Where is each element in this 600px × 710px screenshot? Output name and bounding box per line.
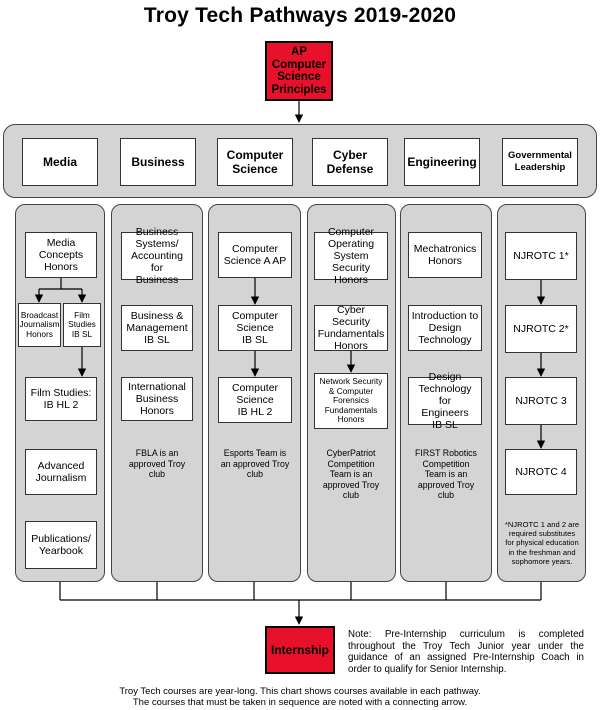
course-business-systems: Business Systems/ Accounting for Busines… [121, 226, 193, 286]
pathway-band [3, 124, 597, 198]
engineering-club-note: FIRST Robotics Competition Team is an ap… [415, 448, 477, 500]
course-film-studies-hl: Film Studies: IB HL 2 [25, 377, 97, 421]
ap-csp-box: AP Computer Science Principles [265, 41, 333, 101]
pathway-media: Media [22, 138, 98, 186]
footer-line-1: Troy Tech courses are year-long. This ch… [119, 686, 481, 697]
cs-club-note: Esports Team is an approved Troy club [220, 448, 290, 479]
course-business-management: Business & Management IB SL [121, 305, 193, 351]
course-cs-ib-sl: Computer Science IB SL [218, 305, 292, 351]
course-media-concepts: Media Concepts Honors [25, 232, 97, 278]
course-cs-ib-hl: Computer Science IB HL 2 [218, 377, 292, 423]
course-njrotc-1: NJROTC 1* [505, 232, 577, 280]
course-cs-a-ap: Computer Science A AP [218, 232, 292, 278]
internship-box: Internship [265, 626, 335, 674]
course-advanced-journalism: Advanced Journalism [25, 449, 97, 495]
page-title: Troy Tech Pathways 2019-2020 [143, 4, 457, 27]
course-network-security-forensics: Network Security & Computer Forensics Fu… [314, 373, 388, 429]
course-broadcast-journalism: Broadcast Journalism Honors [18, 303, 61, 347]
cyber-club-note: CyberPatriot Competition Team is an appr… [322, 448, 380, 500]
pathway-computer-science: Computer Science [217, 138, 293, 186]
pathway-cyber-defense: Cyber Defense [312, 138, 388, 186]
course-mechatronics: Mechatronics Honors [408, 232, 482, 278]
course-njrotc-2: NJROTC 2* [505, 305, 577, 353]
pathway-governmental-leadership: Governmental Leadership [502, 138, 578, 186]
pathway-engineering: Engineering [404, 138, 480, 186]
internship-note: Note: Pre-Internship curriculum is compl… [348, 629, 584, 675]
course-njrotc-3: NJROTC 3 [505, 377, 577, 425]
pathway-business: Business [120, 138, 196, 186]
footer-line-2: The courses that must be taken in sequen… [132, 697, 468, 708]
course-cyber-security-fundamentals: Cyber Security Fundamentals Honors [314, 304, 388, 352]
course-publications-yearbook: Publications/ Yearbook [25, 521, 97, 569]
course-film-studies-sl: Film Studies IB SL [63, 303, 101, 347]
business-club-note: FBLA is an approved Troy club [128, 448, 186, 479]
njrotc-note: *NJROTC 1 and 2 are required substitutes… [504, 520, 580, 566]
course-njrotc-4: NJROTC 4 [505, 449, 577, 495]
course-international-business: International Business Honors [121, 377, 193, 421]
course-intro-design-technology: Introduction to Design Technology [408, 305, 482, 351]
